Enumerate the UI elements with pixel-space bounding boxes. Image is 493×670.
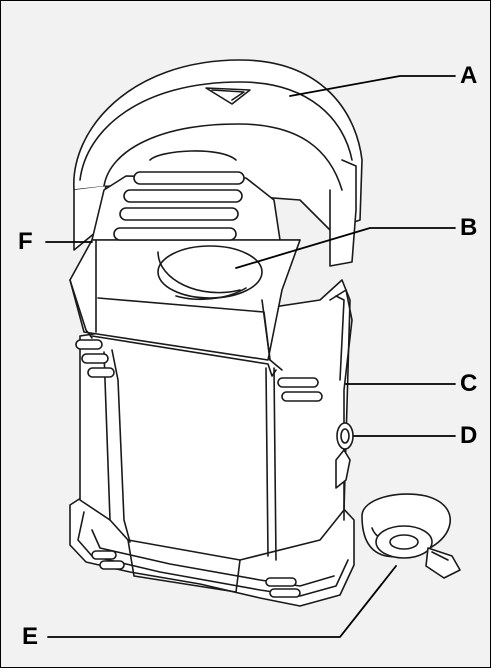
- callout-label-c: C: [460, 370, 478, 397]
- callout-label-e: E: [22, 623, 39, 650]
- callout-label-b: B: [460, 214, 478, 241]
- leader-line-a: [289, 75, 456, 97]
- measuring-cup: [361, 493, 461, 579]
- leader-line-e: [47, 565, 397, 638]
- leader-line-b: [235, 227, 456, 269]
- callout-label-f: F: [18, 228, 33, 255]
- chute-cover: [69, 171, 301, 377]
- callout-label-d: D: [460, 422, 478, 449]
- leader-lines: [45, 75, 456, 638]
- housing-body: [75, 279, 354, 561]
- callout-label-a: A: [460, 62, 478, 89]
